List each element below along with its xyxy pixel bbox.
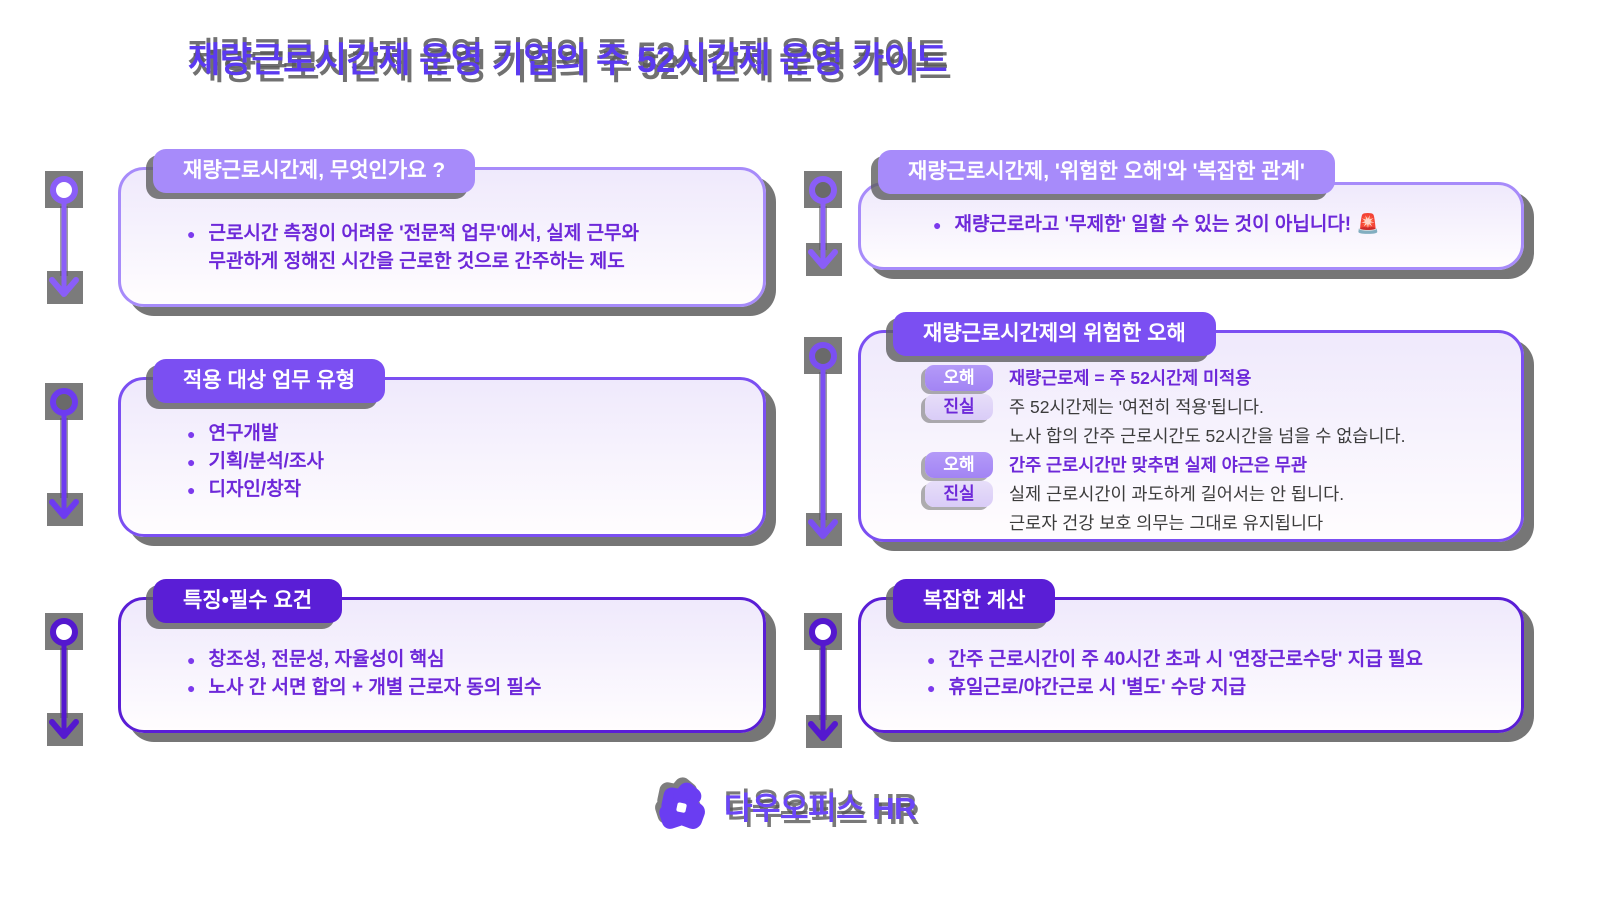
card-misconceptions: 재량근로시간제의 위험한 오해 오해 재량근로제 = 주 52시간제 미적용 진… [858, 312, 1524, 542]
dawoffice-logo-icon [655, 777, 705, 829]
list-item: ● 연구개발 [187, 420, 733, 448]
card-misconceptions-header: 재량근로시간제의 위험한 오해 [893, 312, 1216, 356]
truth-row: 진실 주 52시간제는 '여전히 적용'됩니다. [925, 392, 1497, 421]
card-work-types-header: 적용 대상 업무 유형 [153, 359, 386, 403]
truth-row: 진실 실제 근로시간이 과도하게 길어서는 안 됩니다. [925, 479, 1497, 508]
down-arrow-icon [804, 613, 842, 748]
list-item: ● 재량근로라고 '무제한' 일할 수 있는 것이 아닙니다! 🚨 [933, 211, 1491, 239]
myth-badge: 오해 [925, 364, 993, 391]
card-work-types: 적용 대상 업무 유형 ● 연구개발 ● 기획/분석/조사 ● 디자인/창작 [118, 359, 766, 537]
brand-logo: 다우오피스 HR [652, 776, 917, 834]
bullet-dot-icon: ● [187, 652, 196, 668]
brand-name: 다우오피스 HR [724, 790, 917, 826]
card-definition: 재량근로시간제, 무엇인가요 ? ● 근로시간 측정이 어려운 '전문적 업무'… [118, 149, 766, 307]
card-requirements: 특징•필수 요건 ● 창조성, 전문성, 자율성이 핵심 ● 노사 간 서면 합… [118, 579, 766, 733]
card-misconceptions-body: 오해 재량근로제 = 주 52시간제 미적용 진실 주 52시간제는 '여전히 … [861, 333, 1521, 539]
card-requirements-header: 특징•필수 요건 [153, 579, 343, 623]
bullet-dot-icon: ● [187, 680, 196, 696]
card-definition-header: 재량근로시간제, 무엇인가요 ? [153, 149, 476, 193]
card-work-types-body: ● 연구개발 ● 기획/분석/조사 ● 디자인/창작 [121, 380, 763, 534]
bullet-dot-icon: ● [187, 454, 196, 470]
down-arrow-icon [804, 171, 842, 276]
definition-line-1: 근로시간 측정이 어려운 '전문적 업무'에서, 실제 근무와 [208, 223, 640, 244]
card-definition-body: ● 근로시간 측정이 어려운 '전문적 업무'에서, 실제 근무와 무관하게 정… [121, 170, 763, 304]
card-misconception-intro: 재량근로시간제, '위험한 오해'와 '복잡한 관계' ● 재량근로라고 '무제… [858, 150, 1524, 270]
truth-row-continued: 노사 합의 간주 근로시간도 52시간을 넘을 수 없습니다. [1009, 426, 1406, 446]
card-calculation-body: ● 간주 근로시간이 주 40시간 초과 시 '연장근로수당' 지급 필요 ● … [861, 600, 1521, 730]
card-misconception-intro-header: 재량근로시간제, '위험한 오해'와 '복잡한 관계' [878, 150, 1335, 194]
definition-line-2: 무관하게 정해진 시간을 근로한 것으로 간주하는 제도 [208, 251, 625, 272]
list-item: ● 간주 근로시간이 주 40시간 초과 시 '연장근로수당' 지급 필요 [927, 646, 1497, 674]
list-item: ● 휴일근로/야간근로 시 '별도' 수당 지급 [927, 674, 1497, 702]
myth-row: 오해 간주 근로시간만 맞추면 실제 야근은 무관 [925, 450, 1497, 479]
myth-row: 오해 재량근로제 = 주 52시간제 미적용 [925, 363, 1497, 392]
page-title: 재량근로시간제 운영 기업의 주 52시간제 운영 가이드 [188, 41, 947, 80]
bullet-dot-icon: ● [927, 652, 936, 668]
list-item: ● 창조성, 전문성, 자율성이 핵심 [187, 646, 733, 674]
bullet-dot-icon: ● [187, 226, 196, 242]
bullet-dot-icon: ● [187, 482, 196, 498]
card-calculation: 복잡한 계산 ● 간주 근로시간이 주 40시간 초과 시 '연장근로수당' 지… [858, 579, 1524, 733]
list-item: ● 노사 간 서면 합의 + 개별 근로자 동의 필수 [187, 674, 733, 702]
list-item: ● 디자인/창작 [187, 476, 733, 504]
list-item: ● 근로시간 측정이 어려운 '전문적 업무'에서, 실제 근무와 무관하게 정… [187, 220, 733, 276]
card-misconception-intro-body: ● 재량근로라고 '무제한' 일할 수 있는 것이 아닙니다! 🚨 [861, 185, 1521, 267]
myth-badge: 오해 [925, 451, 993, 478]
list-item: ● 기획/분석/조사 [187, 448, 733, 476]
down-arrow-icon [45, 171, 83, 304]
down-arrow-icon [45, 613, 83, 746]
truth-badge: 진실 [925, 480, 993, 507]
truth-badge: 진실 [925, 393, 993, 420]
bullet-dot-icon: ● [927, 680, 936, 696]
down-arrow-icon [804, 337, 842, 546]
bullet-dot-icon: ● [933, 217, 942, 233]
bullet-dot-icon: ● [187, 426, 196, 442]
card-requirements-body: ● 창조성, 전문성, 자율성이 핵심 ● 노사 간 서면 합의 + 개별 근로… [121, 600, 763, 730]
down-arrow-icon [45, 383, 83, 526]
truth-row-continued: 근로자 건강 보호 의무는 그대로 유지됩니다 [1009, 513, 1324, 533]
card-calculation-header: 복잡한 계산 [893, 579, 1056, 623]
